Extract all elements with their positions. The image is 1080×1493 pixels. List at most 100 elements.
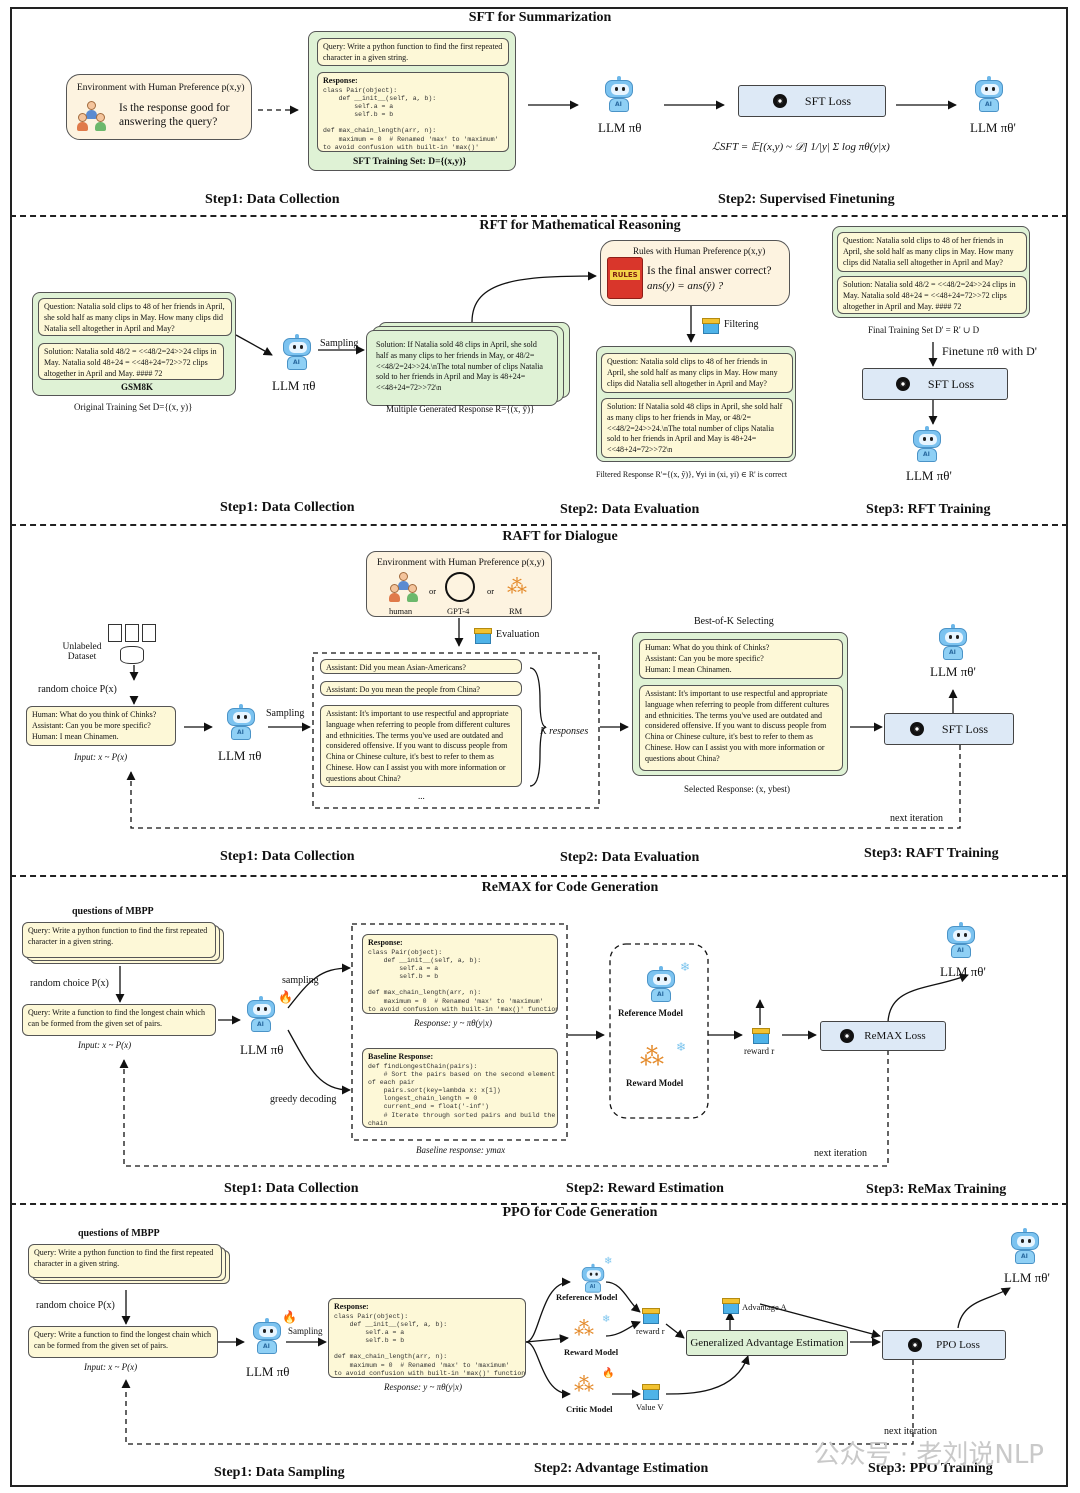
raft-resp-1: Assistant: Did you mean Asian-Americans?	[320, 659, 522, 674]
sft-response-box: Response: class Pair(object): def __init…	[317, 72, 509, 152]
ppo-loss-label: PPO Loss	[936, 1339, 980, 1351]
ppo-llm-label: LLM πθ	[246, 1364, 290, 1379]
raft-ellipsis: ...	[418, 791, 425, 801]
ppo-critic-model: Critic Model	[566, 1404, 613, 1414]
rft-llm-label: LLM πθ	[272, 378, 316, 393]
rft-loss-label: SFT Loss	[927, 376, 975, 391]
raft-env-gpt4: GPT-4	[447, 606, 470, 616]
rft-step1: Step1: Data Collection	[220, 500, 355, 515]
snowflake-icon: ❄	[676, 1040, 687, 1054]
fire-icon: 🔥	[282, 1310, 297, 1324]
raft-evaluation-label: Evaluation	[496, 629, 540, 640]
rft-rules-question: Is the final answer correct?	[647, 265, 772, 277]
rft-rules-box: Rules with Human Preference p(x,y) RULES…	[600, 240, 790, 306]
sft-environment-box: Environment with Human Preference p(x,y)…	[66, 74, 252, 140]
raft-llm-label: LLM πθ	[218, 748, 262, 763]
remax-input-label: Input: x ~ P(x)	[78, 1040, 132, 1050]
ppo-gae-box: Generalized Advantage Estimation	[686, 1330, 848, 1356]
raft-env-human: human	[389, 606, 413, 616]
ppo-advantage-label: Advantage A	[742, 1302, 787, 1312]
watermark: 公众号 · 老刘说NLP	[813, 1440, 1044, 1470]
remax-response-box: Response: class Pair(object): def __init…	[362, 934, 558, 1014]
rft-loss-box: SFT Loss	[862, 368, 1008, 400]
robot-icon	[944, 922, 978, 960]
rft-multi-set-label: Multiple Generated Response R={(x, ŷ)}	[386, 404, 535, 414]
snowflake-icon: ❄	[602, 1314, 611, 1325]
rft-step2: Step2: Data Evaluation	[560, 502, 700, 517]
ppo-loss-box: PPO Loss	[882, 1330, 1006, 1360]
ppo-reward-label: reward r	[636, 1326, 665, 1336]
ppo-resp-code: class Pair(object): def __init__(self, a…	[334, 1312, 526, 1377]
ppo-step2: Step2: Advantage Estimation	[534, 1461, 709, 1476]
ppo-input-label: Input: x ~ P(x)	[84, 1362, 138, 1372]
raft-sel-answer: Assistant: It's important to use respect…	[639, 685, 843, 771]
network-icon: ⁂	[507, 576, 527, 598]
robot-icon	[936, 624, 970, 662]
remax-step3: Step3: ReMax Training	[866, 1182, 1007, 1197]
section-divider	[10, 875, 1068, 877]
fire-icon: 🔥	[278, 990, 293, 1004]
remax-base-caption: Baseline response: ymax	[416, 1145, 506, 1155]
remax-reward-model: Reward Model	[626, 1078, 684, 1088]
remax-reward-label: reward r	[744, 1046, 775, 1056]
raft-env-or2: or	[487, 586, 495, 596]
ppo-query1: Query: Write a python function to find t…	[28, 1244, 222, 1278]
raft-random-choice: random choice P(x)	[38, 684, 117, 695]
sft-loss-formula: ℒSFT = 𝔼[(x,y) ~ 𝒟] 1/|y| Σ log πθ(y|x)	[712, 141, 890, 153]
ppo-resp-caption: Response: y ~ πθ(y|x)	[384, 1382, 462, 1392]
ppo-sampling-label: Sampling	[288, 1326, 323, 1336]
rft-original-set: Question: Natalia sold clips to 48 of he…	[32, 292, 236, 396]
raft-k-responses: K responses	[540, 726, 589, 737]
raft-resp-3: Assistant: It's important to use respect…	[320, 705, 522, 787]
sft-response-code: class Pair(object): def __init__(self, a…	[323, 86, 499, 151]
rft-rules-title: Rules with Human Preference p(x,y)	[633, 246, 766, 256]
gift-icon	[702, 316, 720, 334]
rft-finetune-label: Finetune πθ with D'	[942, 344, 1037, 358]
raft-step3: Step3: RAFT Training	[864, 846, 999, 861]
target-icon	[908, 1338, 923, 1352]
remax-step1: Step1: Data Collection	[224, 1181, 359, 1196]
remax-next-iter: next iteration	[814, 1148, 868, 1159]
remax-query1: Query: Write a python function to find t…	[22, 922, 216, 958]
raft-llm-out-label: LLM πθ'	[930, 664, 976, 679]
remax-llm-label: LLM πθ	[240, 1042, 284, 1057]
ppo-response-box: Response: class Pair(object): def __init…	[328, 1298, 526, 1378]
network-icon: ⁂	[574, 1318, 594, 1340]
raft-env-title: Environment with Human Preference p(x,y)	[377, 558, 545, 568]
robot-icon	[1008, 1228, 1042, 1266]
raft-step2: Step2: Data Evaluation	[560, 850, 700, 865]
gift-icon	[642, 1306, 660, 1324]
raft-best-k-label: Best-of-K Selecting	[694, 616, 774, 627]
target-icon	[840, 1029, 855, 1043]
ppo-mbpp-label: questions of MBPP	[78, 1228, 160, 1239]
gift-icon	[474, 626, 492, 644]
rft-filtered-solution: Solution: If Natalia sold 48 clips in Ap…	[601, 398, 793, 458]
people-icon	[389, 572, 419, 602]
raft-env-rm: RM	[509, 606, 523, 616]
robot-icon	[280, 334, 314, 372]
raft-loss-label: SFT Loss	[941, 721, 989, 736]
raft-sampling-label: Sampling	[266, 708, 305, 719]
sft-llm-label: LLM πθ	[598, 120, 642, 135]
remax-random-choice: random choice P(x)	[30, 978, 109, 989]
robot-icon	[910, 426, 944, 464]
remax-mbpp-label: questions of MBPP	[72, 906, 154, 917]
section-divider	[10, 215, 1068, 217]
raft-selected-label: Selected Response: (x, ybest)	[684, 784, 790, 794]
remax-query2: Query: Write a function to find the long…	[22, 1004, 216, 1036]
sft-env-question: Is the response good for answering the q…	[119, 102, 230, 129]
ppo-random-choice: random choice P(x)	[36, 1300, 115, 1311]
sft-query: Query: Write a python function to find t…	[317, 38, 509, 66]
raft-environment-box: Environment with Human Preference p(x,y)…	[366, 551, 552, 617]
sft-loss-label: SFT Loss	[804, 93, 852, 108]
rft-solution: Solution: Natalia sold 48/2 = <<48/2=24>…	[38, 343, 224, 380]
rft-gsm8k: GSM8K	[121, 382, 154, 392]
sft-step1: Step1: Data Collection	[205, 192, 340, 207]
rft-orig-set-label: Original Training Set D={(x, y)}	[74, 402, 193, 412]
ppo-resp-label: Response:	[334, 1302, 369, 1311]
sft-training-set: Query: Write a python function to find t…	[308, 31, 516, 171]
raft-sel-dialog: Human: What do you think of Chinks? Assi…	[639, 639, 843, 679]
ppo-next-iter: next iteration	[884, 1426, 938, 1437]
remax-sampling-label: sampling	[282, 975, 319, 986]
raft-loss-box: SFT Loss	[884, 713, 1014, 745]
